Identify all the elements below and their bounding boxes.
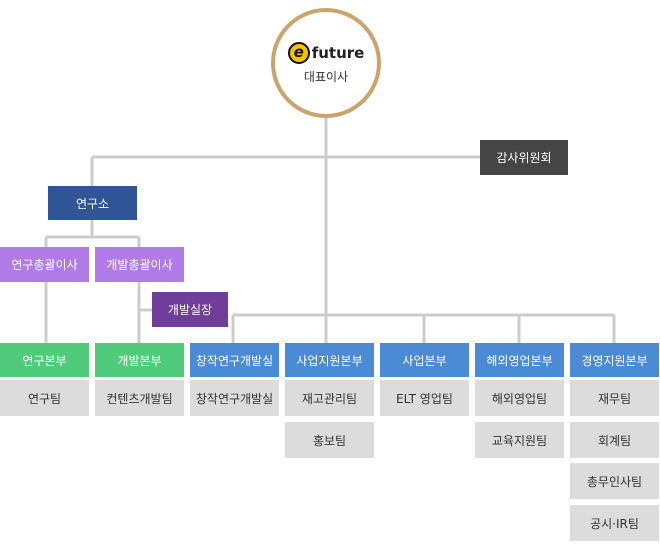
team-elt-sales: ELT 영업팀 [380, 380, 469, 416]
team-accounting: 회계팀 [570, 422, 659, 458]
team-inventory: 재고관리팀 [285, 380, 374, 416]
ceo-title: 대표이사 [303, 69, 349, 84]
team-creative-rd: 창작연구개발실 [190, 380, 279, 416]
team-research: 연구팀 [0, 380, 89, 416]
team-finance: 재무팀 [570, 380, 659, 416]
team-pr: 홍보팀 [285, 422, 374, 458]
team-overseas-sales: 해외영업팀 [475, 380, 564, 416]
team-education-support: 교육지원팀 [475, 422, 564, 458]
research-director-box: 연구총괄이사 [0, 247, 89, 282]
dev-director-box: 개발총괄이사 [95, 247, 184, 282]
division-development: 개발본부 [95, 343, 184, 377]
division-creative-rd: 창작연구개발실 [190, 343, 279, 377]
division-overseas-sales: 해외영업본부 [475, 343, 564, 377]
division-business: 사업본부 [380, 343, 469, 377]
division-business-support: 사업지원본부 [285, 343, 374, 377]
audit-committee-box: 감사위원회 [480, 140, 568, 175]
company-logo: e future [287, 41, 365, 64]
logo-text: future [311, 43, 365, 62]
ceo-node: e future 대표이사 [271, 8, 381, 118]
team-general-hr: 총무인사팀 [570, 463, 659, 499]
team-disclosure-ir: 공시·IR팀 [570, 505, 659, 541]
research-lab-box: 연구소 [48, 186, 137, 220]
division-management-support: 경영지원본부 [570, 343, 659, 377]
logo-e-icon: e [287, 41, 310, 64]
division-research: 연구본부 [0, 343, 89, 377]
team-content-dev: 컨텐츠개발팀 [95, 380, 184, 416]
dev-head-box: 개발실장 [152, 292, 228, 327]
